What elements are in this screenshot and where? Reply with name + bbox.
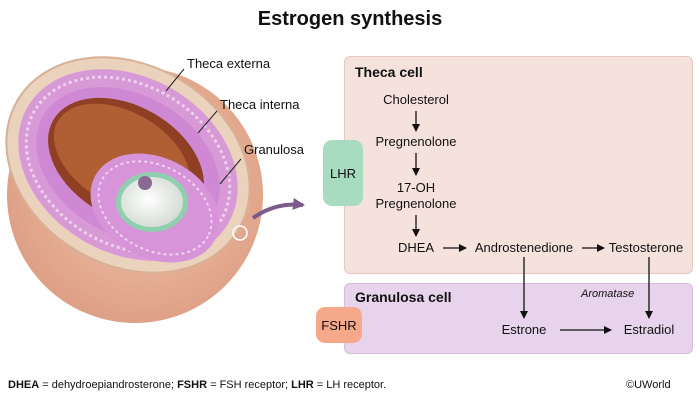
footnote-fshr-abbr: FSHR [177,379,208,391]
theca-cell-box: Theca cell [344,56,693,274]
theca-externa-leader [165,68,185,92]
lh-receptor: LHR [323,140,363,206]
mol-testosterone: Testosterone [608,240,684,255]
enzyme-aromatase: Aromatase [581,288,635,300]
footnote-lhr-abbr: LHR [291,379,314,391]
cumulus-texture [97,160,213,256]
footnote-dhea-def: = dehydroepiandrosterone; [39,379,178,391]
mol-dhea: DHEA [397,240,435,255]
footnote: DHEA = dehydroepiandrosterone; FSHR = FS… [8,379,386,391]
zoom-marker [232,225,248,241]
mol-estrone: Estrone [501,322,547,337]
footnote-fshr-def: = FSH receptor; [207,379,292,391]
granulosa-cell-box: Granulosa cell [344,283,693,354]
label-granulosa: Granulosa [244,142,304,157]
fsh-receptor: FSHR [316,307,362,343]
copyright: ©UWorld [626,379,671,391]
label-theca-externa: Theca externa [187,56,271,71]
mol-17oh-line2: Pregnenolone [375,196,457,211]
oocyte-nucleus [138,176,152,190]
mol-cholesterol: Cholesterol [383,92,449,107]
theca-interna-leader [197,110,218,134]
granulosa-leader [219,158,242,185]
footnote-dhea-abbr: DHEA [8,379,40,391]
oocyte [121,177,183,227]
footnote-lhr-def: = LH receptor. [313,379,387,391]
follicle-illustration [5,56,263,323]
mol-androstenedione: Androstenedione [474,240,574,255]
label-theca-interna: Theca interna [220,97,300,112]
granulosa-cell-title: Granulosa cell [355,289,452,305]
mol-pregnenolone: Pregnenolone [375,134,457,149]
theca-cell-title: Theca cell [355,64,423,80]
mol-17oh-line1: 17-OH [396,180,436,195]
mol-estradiol: Estradiol [623,322,675,337]
page-title: Estrogen synthesis [257,8,443,30]
theca-interna-texture [24,75,232,255]
